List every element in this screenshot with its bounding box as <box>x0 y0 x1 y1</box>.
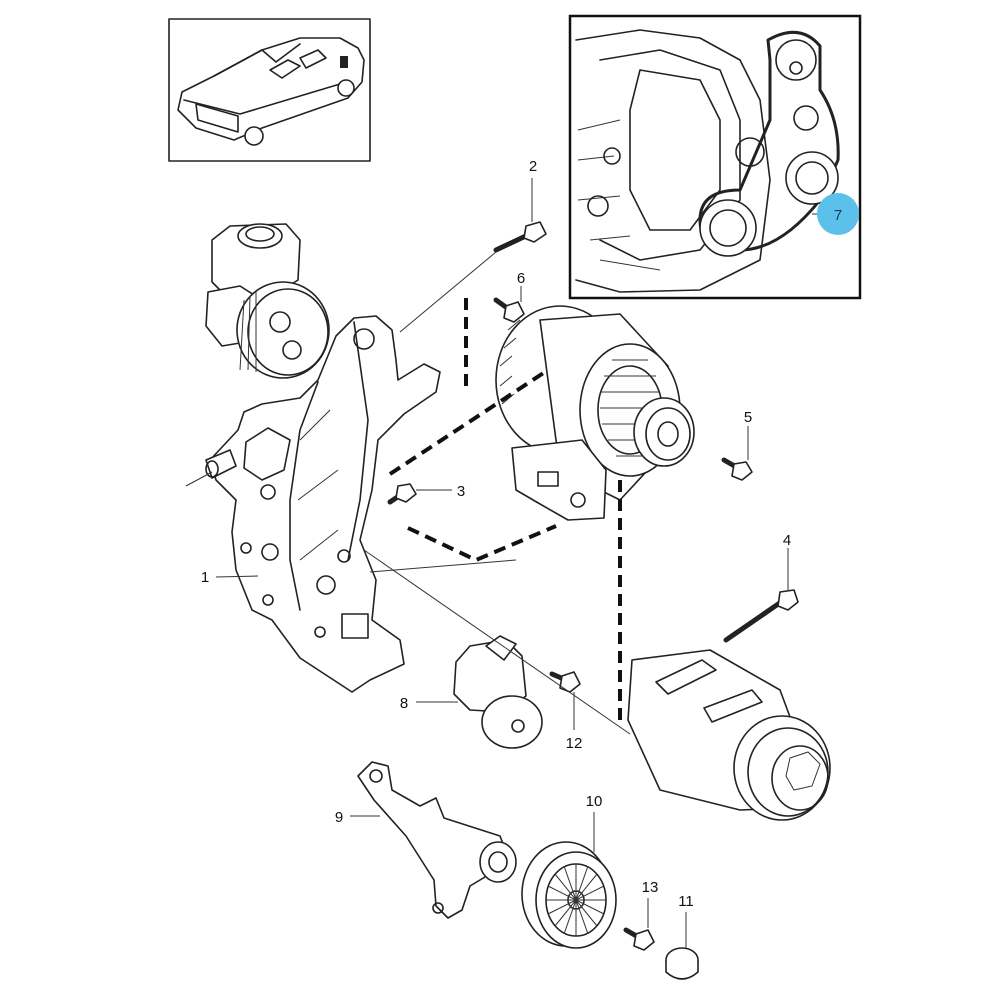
callout-7: 7 <box>834 207 842 224</box>
callout-6: 6 <box>517 270 525 287</box>
bolt-4 <box>723 589 799 643</box>
callout-3: 3 <box>457 483 465 500</box>
bolt-2 <box>493 221 547 253</box>
callout-8: 8 <box>400 695 408 712</box>
bolt-6 <box>493 297 525 323</box>
bolt-13 <box>623 927 655 951</box>
bolt-12 <box>549 671 581 693</box>
ac-compressor <box>627 649 831 821</box>
idler-pulley <box>521 841 617 949</box>
callout-4: 4 <box>783 532 791 549</box>
callout-10: 10 <box>586 793 603 810</box>
callout-5: 5 <box>744 409 752 426</box>
callout-12: 12 <box>566 735 583 752</box>
callout-1: 1 <box>201 569 209 586</box>
engine-belt-detail-icon <box>575 29 840 293</box>
pulley-cap <box>665 947 699 980</box>
callout-9: 9 <box>335 809 343 826</box>
callout-2: 2 <box>529 158 537 175</box>
power-steering-pump <box>205 223 330 379</box>
station-wagon-icon <box>177 37 365 146</box>
engine-bracket <box>205 315 441 693</box>
alternator <box>495 305 695 521</box>
callout-11: 11 <box>678 893 694 910</box>
bolt-3 <box>387 483 417 505</box>
callout-13: 13 <box>642 879 659 896</box>
alignment-lines <box>388 294 622 720</box>
engine-detail-inset <box>568 14 862 300</box>
compressor-bracket <box>357 761 517 919</box>
callout-labels: 1 2 3 4 5 6 7 8 9 10 11 12 13 <box>201 158 859 910</box>
leader-lines <box>185 178 789 948</box>
belt-tensioner <box>453 635 543 749</box>
bolt-5 <box>721 457 753 481</box>
vehicle-locator-inset <box>168 18 371 162</box>
highlight-badge-7[interactable] <box>817 193 859 235</box>
